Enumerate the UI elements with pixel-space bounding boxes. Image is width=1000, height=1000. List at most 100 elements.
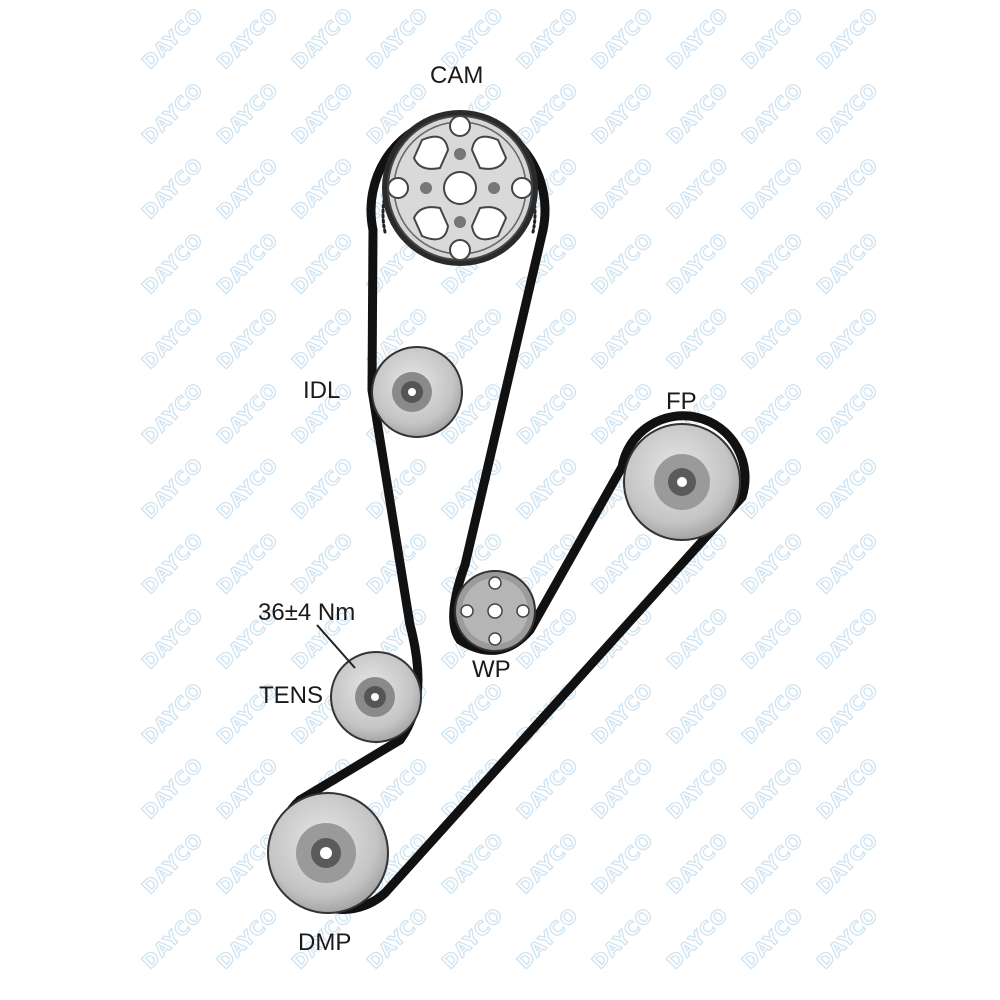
watermark-text: DAYCO (138, 529, 208, 599)
watermark-text: DAYCO (813, 829, 883, 899)
watermark-text: DAYCO (513, 454, 583, 524)
watermark-text: DAYCO (738, 229, 808, 299)
watermark-text: DAYCO (438, 829, 508, 899)
watermark-text: DAYCO (138, 379, 208, 449)
watermark-text: DAYCO (138, 904, 208, 974)
belt-fp-wrap (617, 411, 750, 502)
watermark-text: DAYCO (588, 754, 658, 824)
cam-window (470, 206, 508, 241)
watermark-text: DAYCO (138, 229, 208, 299)
watermark-text: DAYCO (588, 904, 658, 974)
cam-sprocket (382, 110, 538, 266)
watermark-text: DAYCO (138, 754, 208, 824)
watermark-text: DAYCO (663, 754, 733, 824)
watermark-text: DAYCO (738, 829, 808, 899)
watermark-text: DAYCO (813, 229, 883, 299)
watermark-text: DAYCO (138, 829, 208, 899)
cam-window (412, 135, 450, 170)
watermark-text: DAYCO (738, 4, 808, 74)
watermark-text: DAYCO (813, 379, 883, 449)
watermark-text: DAYCO (663, 304, 733, 374)
watermark-text: DAYCO (288, 529, 358, 599)
watermark-text: DAYCO (138, 679, 208, 749)
cam-window (412, 206, 450, 241)
watermark-text: DAYCO (663, 4, 733, 74)
watermark-text: DAYCO (363, 454, 433, 524)
watermark-text: DAYCO (138, 604, 208, 674)
watermark-text: DAYCO (138, 4, 208, 74)
watermark-text: DAYCO (213, 529, 283, 599)
watermark-text: DAYCO (213, 379, 283, 449)
watermark-text: DAYCO (813, 679, 883, 749)
watermark-text: DAYCO (513, 754, 583, 824)
watermark-text: DAYCO (138, 454, 208, 524)
watermark-text: DAYCO (288, 304, 358, 374)
torque-leader-line (316, 624, 356, 669)
watermark-text: DAYCO (138, 79, 208, 149)
watermark-text: DAYCO (288, 4, 358, 74)
watermark-text: DAYCO (738, 304, 808, 374)
watermark-text: DAYCO (588, 304, 658, 374)
watermark-text: DAYCO (213, 79, 283, 149)
belt-cam-to-wp (460, 225, 548, 570)
watermark-text: DAYCO (513, 79, 583, 149)
watermark-text: DAYCO (738, 379, 808, 449)
belt-fp-to-dmp (380, 492, 747, 898)
watermark-text: DAYCO (288, 154, 358, 224)
watermark-text: DAYCO (213, 229, 283, 299)
watermark-text: DAYCO (738, 754, 808, 824)
watermark-text: DAYCO (738, 604, 808, 674)
watermark-text: DAYCO (288, 79, 358, 149)
watermark-text: DAYCO (588, 154, 658, 224)
watermark-text: DAYCO (813, 4, 883, 74)
watermark-text: DAYCO (663, 829, 733, 899)
watermark-text: DAYCO (813, 904, 883, 974)
watermark-text: DAYCO (813, 529, 883, 599)
watermark-text: DAYCO (588, 4, 658, 74)
label-torque: 36±4 Nm (258, 599, 355, 626)
damper-pulley (267, 792, 389, 914)
watermark-text: DAYCO (213, 454, 283, 524)
watermark-text: DAYCO (288, 454, 358, 524)
watermark-text: DAYCO (288, 229, 358, 299)
watermark-text: DAYCO (663, 904, 733, 974)
water-pump-pulley (454, 570, 536, 652)
watermark-text: DAYCO (513, 229, 583, 299)
watermark-text: DAYCO (663, 79, 733, 149)
watermark-text: DAYCO (813, 79, 883, 149)
watermark-text: DAYCO (813, 304, 883, 374)
watermark-text: DAYCO (588, 604, 658, 674)
label-fp: FP (666, 388, 697, 415)
watermark-text: DAYCO (438, 679, 508, 749)
watermark-text: DAYCO (813, 754, 883, 824)
watermark-text: DAYCO (138, 154, 208, 224)
watermark-text: DAYCO (738, 679, 808, 749)
watermark-text: DAYCO (588, 679, 658, 749)
watermark-text: DAYCO (438, 904, 508, 974)
watermark-text: DAYCO (213, 154, 283, 224)
watermark-text: DAYCO (738, 529, 808, 599)
cam-window (470, 135, 508, 170)
watermark-text: DAYCO (588, 79, 658, 149)
watermark-text: DAYCO (213, 904, 283, 974)
watermark-text: DAYCO (513, 829, 583, 899)
label-cam: CAM (430, 62, 483, 89)
watermark-text: DAYCO (363, 904, 433, 974)
watermark-text: DAYCO (513, 904, 583, 974)
watermark-text: DAYCO (363, 4, 433, 74)
watermark-text: DAYCO (588, 529, 658, 599)
watermark-text: DAYCO (513, 4, 583, 74)
watermark-text: DAYCO (738, 79, 808, 149)
fuel-pump-pulley (623, 423, 741, 541)
watermark-text: DAYCO (513, 379, 583, 449)
watermark-text: DAYCO (738, 904, 808, 974)
watermark-text: DAYCO (663, 604, 733, 674)
label-idl: IDL (303, 377, 340, 404)
idler-pulley (371, 346, 463, 438)
watermark-text: DAYCO (813, 604, 883, 674)
watermark-text: DAYCO (213, 304, 283, 374)
belt-wp-to-fp (525, 462, 627, 635)
watermark-text: DAYCO (738, 154, 808, 224)
watermark-text: DAYCO (663, 229, 733, 299)
watermark-text: DAYCO (213, 754, 283, 824)
